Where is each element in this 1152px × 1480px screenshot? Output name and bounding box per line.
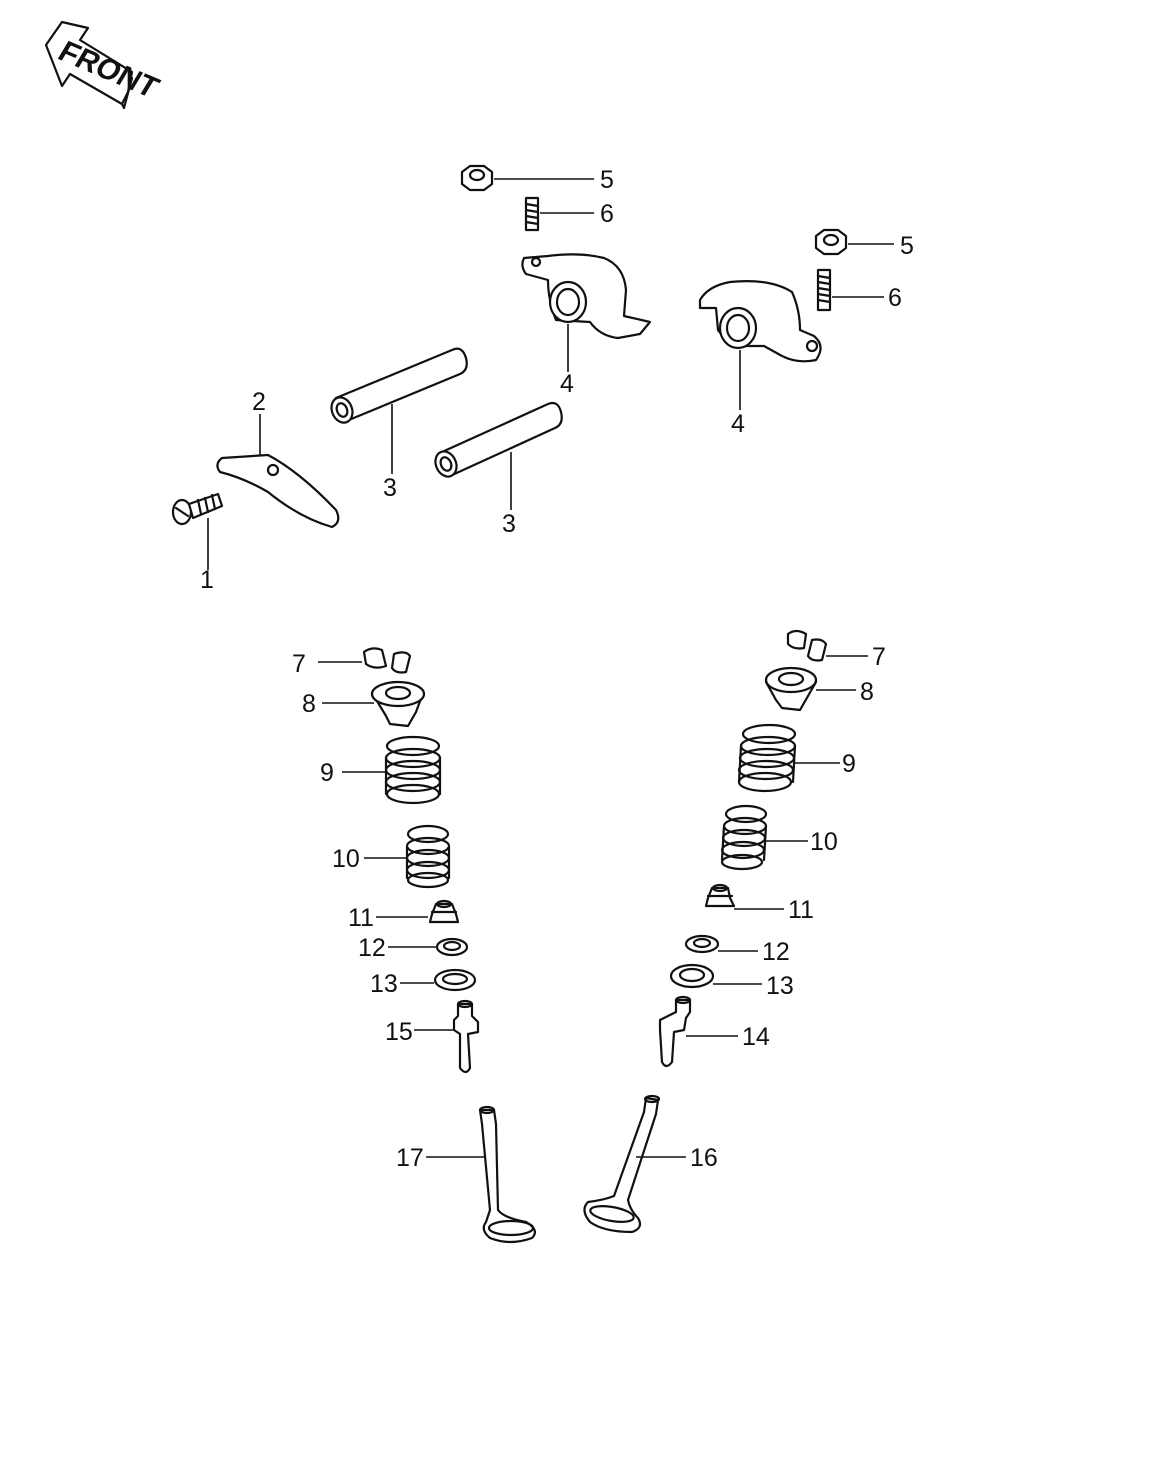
valve-keeper-part-left (362, 647, 412, 674)
label-13-right: 13 (766, 972, 794, 1000)
label-12-right: 12 (762, 938, 790, 966)
shaft-part-lower (434, 401, 563, 478)
valve-guide-part-right (658, 995, 692, 1068)
label-12-left: 12 (358, 934, 386, 962)
stud-part-right (816, 268, 832, 312)
label-5-right: 5 (900, 232, 914, 260)
label-1: 1 (200, 566, 214, 594)
valve-keeper-part-right (786, 629, 828, 662)
label-10-left: 10 (332, 845, 360, 873)
stem-seal-part-left (428, 899, 460, 924)
label-3-upper: 3 (383, 474, 397, 502)
outer-spring-part-left (384, 735, 442, 805)
label-11-right: 11 (788, 896, 814, 924)
washer-part-left-13 (433, 968, 477, 992)
washer-part-right-13 (669, 963, 715, 989)
label-6-center: 6 (600, 200, 614, 228)
label-4-center: 4 (560, 370, 574, 398)
intake-valve-part-right (583, 1094, 661, 1234)
exhaust-valve-part-left (478, 1105, 536, 1244)
valve-guide-part-left (452, 999, 480, 1074)
inner-spring-part-right (720, 804, 768, 871)
shaft-part-upper (330, 347, 468, 424)
label-9-right: 9 (842, 750, 856, 778)
label-3-lower: 3 (502, 510, 516, 538)
label-8-left: 8 (302, 690, 316, 718)
label-9-left: 9 (320, 759, 334, 787)
label-6-right: 6 (888, 284, 902, 312)
label-4-right: 4 (731, 410, 745, 438)
stem-seal-part-right (704, 883, 736, 908)
label-5-center: 5 (600, 166, 614, 194)
label-16: 16 (690, 1144, 718, 1172)
label-7-right: 7 (872, 643, 886, 671)
outer-spring-part-right (737, 723, 797, 793)
front-arrow-icon: FRONT (44, 20, 165, 110)
washer-part-right-12 (684, 934, 720, 954)
label-7-left: 7 (292, 650, 306, 678)
label-2: 2 (252, 388, 266, 416)
label-14: 14 (742, 1023, 770, 1051)
label-8-right: 8 (860, 678, 874, 706)
rocker-arm-part-right (698, 280, 822, 363)
spring-retainer-part-right (764, 666, 818, 712)
inner-spring-part-left (405, 824, 451, 889)
label-17: 17 (396, 1144, 424, 1172)
nut-part-right (814, 228, 848, 256)
bolt-part (171, 492, 224, 526)
nut-part-center (460, 164, 494, 192)
washer-part-left-12 (435, 937, 469, 957)
label-10-right: 10 (810, 828, 838, 856)
rocker-arm-part-center (521, 253, 652, 340)
label-11-left: 11 (348, 904, 374, 932)
stud-part-center (524, 196, 540, 232)
label-13-left: 13 (370, 970, 398, 998)
spring-retainer-part-left (370, 680, 426, 728)
label-15: 15 (385, 1018, 413, 1046)
plate-part (216, 453, 340, 529)
